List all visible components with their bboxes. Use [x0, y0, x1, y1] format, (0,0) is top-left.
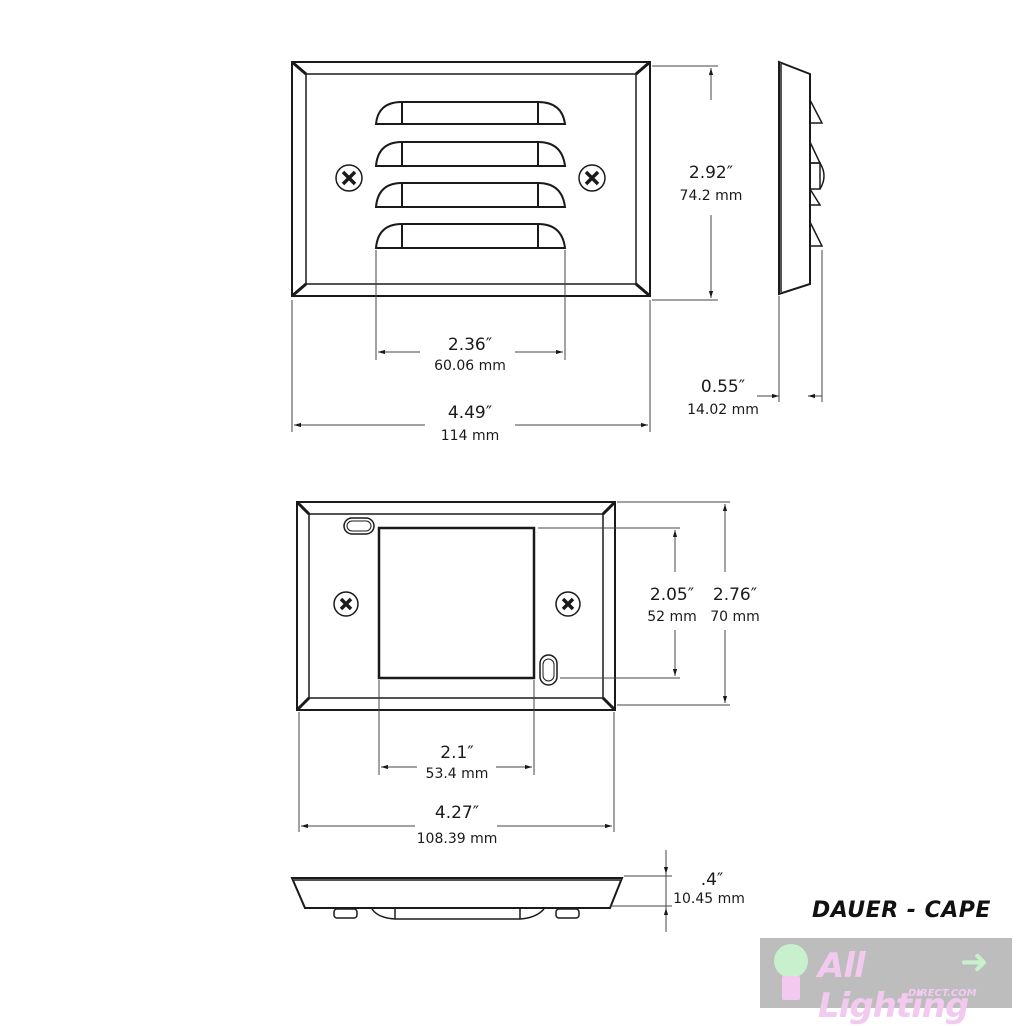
front-width-mm: 114 mm: [441, 428, 499, 444]
back-height-mm: 70 mm: [710, 609, 760, 625]
screw-icon: [555, 591, 581, 617]
arrow-right-icon: ➜: [960, 942, 989, 982]
logo-subtext: DIRECT.COM: [908, 988, 977, 999]
back-width-in: 4.27″: [435, 803, 479, 823]
bottom-dimensions: [610, 850, 672, 932]
lightbulb-icon: [774, 944, 808, 978]
logo-text: All Lighting: [818, 946, 969, 1026]
front-height-in: 2.92″: [689, 163, 733, 183]
louver-width-mm: 60.06 mm: [434, 358, 506, 374]
thickness-in: .4″: [701, 870, 724, 890]
louvers: [374, 101, 567, 249]
all-lighting-direct-logo: All Lighting DIRECT.COM ➜: [760, 938, 1012, 1026]
bottom-view: [290, 877, 624, 920]
lightbulb-base-icon: [782, 976, 800, 1000]
back-dimensions: [298, 501, 730, 832]
opening-height-mm: 52 mm: [647, 609, 697, 625]
opening-width-mm: 53.4 mm: [426, 766, 489, 782]
front-width-in: 4.49″: [448, 403, 492, 423]
front-height-mm: 74.2 mm: [680, 188, 743, 204]
louver-width-in: 2.36″: [448, 335, 492, 355]
front-dimensions: [291, 65, 718, 432]
product-title: DAUER - CAPE: [812, 898, 991, 923]
opening-height-in: 2.05″: [650, 585, 694, 605]
screw-icon: [578, 164, 606, 192]
thickness-mm: 10.45 mm: [673, 891, 745, 907]
back-view: [295, 500, 617, 712]
side-view: [778, 60, 825, 296]
side-depth-in: 0.55″: [701, 377, 745, 397]
screw-icon: [335, 164, 363, 192]
side-depth-mm: 14.02 mm: [687, 402, 759, 418]
front-view: [291, 60, 651, 298]
back-opening: [377, 526, 536, 680]
side-dimensions: [757, 250, 823, 402]
screw-icon: [333, 591, 359, 617]
back-height-in: 2.76″: [713, 585, 757, 605]
back-width-mm: 108.39 mm: [417, 831, 498, 847]
opening-width-in: 2.1″: [440, 743, 473, 763]
